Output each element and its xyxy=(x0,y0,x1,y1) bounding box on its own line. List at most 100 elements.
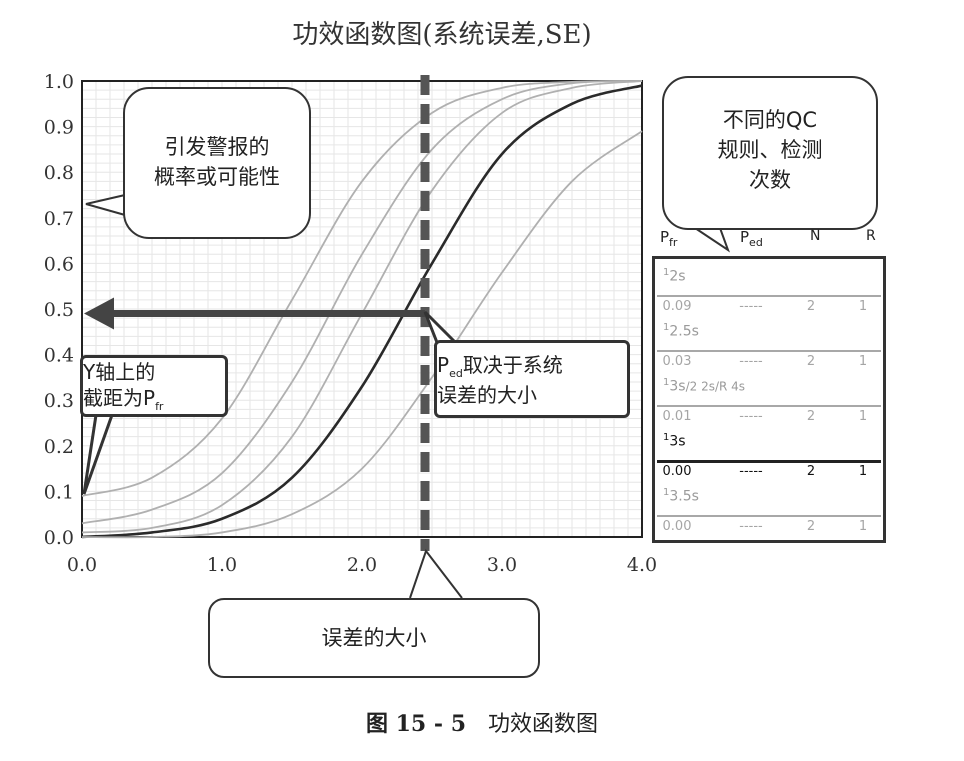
legend-rule-sup: 1 xyxy=(663,377,670,388)
legend-line xyxy=(657,295,881,297)
y-intercept-pointer xyxy=(82,414,114,495)
legend-rule-label: 13.5s xyxy=(663,487,699,505)
legend-line xyxy=(657,405,881,407)
qc-rules-callout-line2: 规则、检测 xyxy=(717,138,823,162)
plot-border xyxy=(81,80,643,538)
legend-value-n: 2 xyxy=(806,519,816,534)
legend-rule-name: 3.5s xyxy=(669,488,699,505)
legend-value-pfr: 0.09 xyxy=(662,299,692,314)
legend-line xyxy=(657,515,881,517)
annotations xyxy=(82,75,730,599)
y-intercept-sub: fr xyxy=(155,400,164,413)
ped-callout: Ped取决于系统 误差的大小 xyxy=(434,340,630,418)
ped-sub: ed xyxy=(449,367,463,380)
qc-rules-callout-line1: 不同的QC xyxy=(722,108,818,132)
legend-rule-sup: 1 xyxy=(663,432,670,443)
probability-callout-line2: 概率或可能性 xyxy=(154,165,280,189)
y-tick-label: 0.7 xyxy=(44,208,74,230)
legend-value-n: 2 xyxy=(806,354,816,369)
y-tick-label: 0.0 xyxy=(44,527,74,549)
legend-value-pfr: 0.01 xyxy=(662,409,692,424)
legend-value-pfr: 0.00 xyxy=(662,464,692,479)
legend-value-n: 2 xyxy=(806,409,816,424)
y-tick-label: 0.9 xyxy=(44,117,74,139)
series-line-1-2s xyxy=(81,80,643,497)
legend-value-ped: ----- xyxy=(739,299,763,314)
ped-p: P xyxy=(437,353,450,377)
legend-value-ped: ----- xyxy=(739,519,763,534)
legend-rule-sup: 1 xyxy=(663,487,670,498)
legend-value-r: 1 xyxy=(858,409,868,424)
chart-title: 功效函数图(系统误差,SE) xyxy=(292,20,592,50)
legend-value-r: 1 xyxy=(858,354,868,369)
y-intercept-line1: Y轴上的 xyxy=(83,360,156,384)
x-tick-label: 3.0 xyxy=(487,554,517,576)
y-intercept-callout: Y轴上的 截距为Pfr xyxy=(80,355,228,417)
y-tick-label: 0.1 xyxy=(44,481,74,503)
legend-header-pfr-main: P xyxy=(660,228,670,246)
legend-rule-extra: /2 2s/R 4s xyxy=(685,379,746,394)
legend-header-n: N xyxy=(810,228,821,244)
qc-rules-callout: 不同的QC 规则、检测 次数 xyxy=(662,76,878,230)
x-tick-labels: 0.0 1.0 2.0 3.0 4.0 xyxy=(67,554,657,576)
series-line-1-3s xyxy=(81,84,643,539)
y-tick-label: 0.6 xyxy=(44,253,74,275)
ped-arrow-head xyxy=(84,297,114,330)
legend-rule-name: 3s xyxy=(669,433,686,450)
y-intercept-line2-text: 截距为P xyxy=(83,386,156,410)
series-line-1-3-5s xyxy=(81,130,643,539)
probability-callout: 引发警报的 概率或可能性 xyxy=(123,87,311,239)
legend-value-n: 2 xyxy=(806,464,816,479)
caption-prefix: 图 15 - 5 xyxy=(365,711,467,737)
legend-value-pfr: 0.00 xyxy=(662,519,692,534)
error-size-callout-text: 误差的大小 xyxy=(321,626,427,650)
series-line-1-2-5s xyxy=(81,80,643,525)
legend-rule-name: 2s xyxy=(669,268,686,285)
legend-value-n: 2 xyxy=(806,299,816,314)
legend-header-pfr-sub: fr xyxy=(669,236,678,249)
legend-value-ped: ----- xyxy=(739,354,763,369)
qc-rules-callout-line3: 次数 xyxy=(749,168,791,192)
legend-value-r: 1 xyxy=(858,299,868,314)
legend-value-r: 1 xyxy=(858,519,868,534)
legend-line xyxy=(657,350,881,352)
legend-value-ped: ----- xyxy=(739,464,763,479)
y-tick-label: 0.4 xyxy=(44,345,74,367)
legend-value-ped: ----- xyxy=(739,409,763,424)
y-tick-label: 0.2 xyxy=(44,436,74,458)
legend-row: 12.5s 0.03 ----- 2 1 xyxy=(655,320,883,375)
legend-header-ped-main: P xyxy=(740,228,750,246)
legend-header-ped: Ped xyxy=(740,228,763,249)
x-tick-label: 4.0 xyxy=(627,554,657,576)
legend-value-r: 1 xyxy=(858,464,868,479)
probability-callout-pointer xyxy=(85,194,126,216)
legend-rule-sup: 1 xyxy=(663,267,670,278)
ped-callout-pointer xyxy=(423,310,460,347)
x-tick-label: 2.0 xyxy=(347,554,377,576)
ped-line2: 误差的大小 xyxy=(437,383,537,407)
x-tick-label: 0.0 xyxy=(67,554,97,576)
legend-rule-sup: 1 xyxy=(663,322,670,333)
legend-header: Pfr Ped N R xyxy=(656,226,888,256)
legend-value-pfr: 0.03 xyxy=(662,354,692,369)
y-tick-labels: 0.00.10.20.30.40.50.60.70.80.91.0 xyxy=(44,71,74,549)
legend-rule-label: 13s xyxy=(663,432,686,450)
y-intercept-line2: 截距为Pfr xyxy=(83,384,225,421)
probability-callout-line1: 引发警报的 xyxy=(164,135,270,159)
ped-line1: Ped取决于系统 xyxy=(437,351,627,388)
x-tick-label: 1.0 xyxy=(207,554,237,576)
legend-line xyxy=(657,460,881,463)
y-tick-label: 1.0 xyxy=(44,71,74,93)
legend-rule-label: 12.5s xyxy=(663,322,699,340)
ped-tail: 取决于系统 xyxy=(462,353,563,377)
legend-header-ped-sub: ed xyxy=(749,236,763,249)
error-size-callout: 误差的大小 xyxy=(208,598,540,678)
y-tick-label: 0.5 xyxy=(44,299,74,321)
